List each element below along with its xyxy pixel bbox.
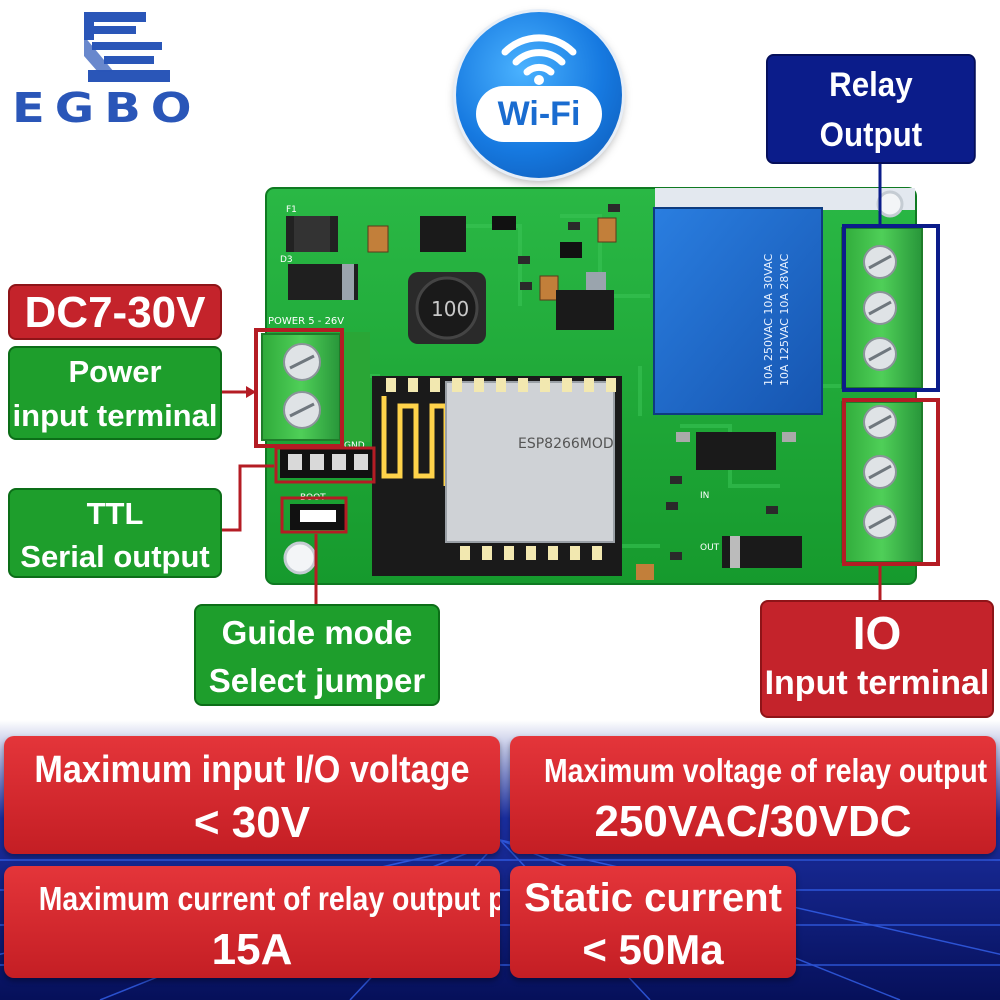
in-silk-marking: IN — [700, 491, 709, 501]
power-input-label: Power input terminal — [8, 346, 222, 440]
guide-label-line-1: Guide mode — [221, 614, 413, 651]
spec-value: 15A — [211, 925, 293, 974]
relay-output-label: Relay Output terminal — [766, 54, 976, 164]
inductor-marking: 100 — [431, 297, 469, 321]
spec-max-relay-voltage: Maximum voltage of relay output port 250… — [510, 736, 996, 854]
io-label-line-2: Input terminal — [764, 664, 990, 702]
relay-rating-line-2: 10A 125VAC 10A 28VAC — [778, 253, 791, 386]
ttl-serial-label: TTL Serial output — [8, 488, 222, 578]
power-label-line-2: input terminal — [12, 398, 218, 433]
svg-text:D3: D3 — [280, 255, 293, 265]
spec-value: < 30V — [193, 798, 311, 847]
relay-label-line-1: Relay — [829, 66, 913, 104]
spec-title: Maximum input I/O voltage — [34, 749, 470, 791]
guide-mode-label: Guide mode Select jumper — [194, 604, 440, 706]
spec-max-input-voltage: Maximum input I/O voltage < 30V — [4, 736, 500, 854]
boot-silk-marking: BOOT — [300, 493, 326, 503]
ttl-label-line-2: Serial output — [20, 539, 210, 574]
spec-title: Static current — [524, 876, 782, 920]
spec-value: < 50Ma — [582, 926, 724, 973]
voltage-range-label: DC7-30V — [8, 284, 222, 340]
wifi-badge-label: Wi-Fi — [476, 86, 602, 142]
egbo-logo-mark — [84, 12, 170, 82]
spec-static-current: Static current < 50Ma — [510, 866, 796, 978]
relay-rating-line-1: 10A 250VAC 10A 30VAC — [762, 253, 775, 386]
spec-title: Maximum voltage of relay output port — [544, 752, 996, 789]
spec-title: Maximum current of relay output port — [38, 880, 500, 917]
spec-max-relay-current: Maximum current of relay output port 15A — [4, 866, 500, 978]
relay-label-line-2: Output terminal — [819, 116, 923, 154]
ttl-label-line-1: TTL — [86, 496, 144, 531]
power-silk-marking: POWER 5 - 26V — [268, 316, 344, 327]
spec-value: 250VAC/30VDC — [594, 797, 912, 846]
brand-logo-text: EGBO — [12, 88, 202, 129]
gnd-silk-marking: GND — [344, 441, 365, 451]
wifi-icon — [501, 34, 577, 85]
svg-text:F1: F1 — [286, 205, 297, 215]
power-label-line-1: Power — [68, 354, 162, 389]
relay-module-board: F1 D3 100 POWER 5 - 26V GND BOOT ESP8266… — [261, 187, 923, 585]
io-label-line-1: IO — [852, 607, 902, 659]
io-input-label: IO Input terminal — [760, 600, 994, 718]
module-marking: ESP8266MOD — [518, 436, 614, 452]
guide-label-line-2: Select jumper — [208, 662, 426, 699]
out-silk-marking: OUT — [700, 543, 720, 553]
